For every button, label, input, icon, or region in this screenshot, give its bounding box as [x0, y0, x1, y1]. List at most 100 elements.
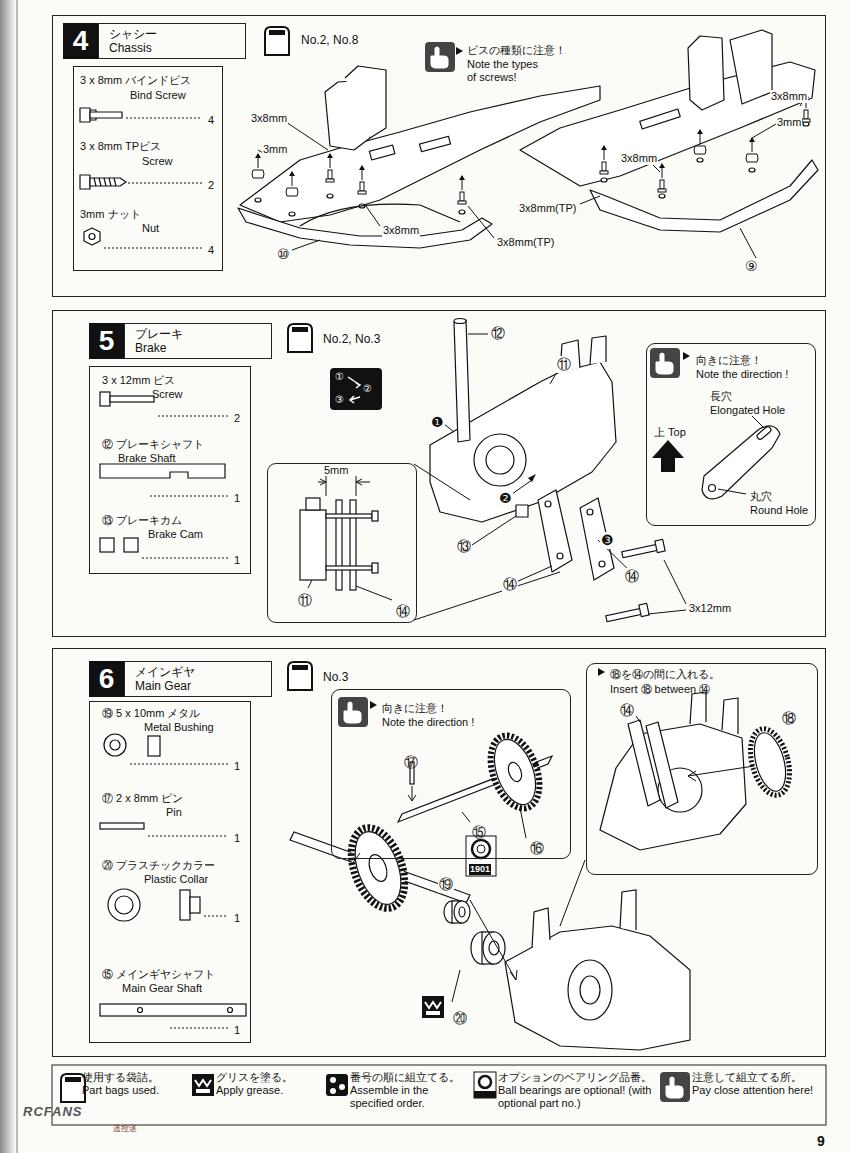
- legend-text: 注意して組立てる所。 Pay close attention here!: [692, 1071, 814, 1097]
- parts-text: Bind Screw: [130, 89, 186, 102]
- step-number: 6: [89, 661, 124, 697]
- detail-inset: 5mm ⑪ ⑭: [267, 463, 417, 623]
- watermark: RCFANS: [22, 1104, 83, 1120]
- quantity-number: 1: [234, 912, 240, 925]
- note-inset: 向きに注意！Note the direction ! ⑰ ⑮ ⑯: [331, 689, 571, 859]
- parts-text: 3mm ナット: [80, 208, 141, 221]
- annotation-text: 3mm: [776, 116, 802, 129]
- callout-number: ⑭: [624, 568, 640, 585]
- inset-text: Round Hole: [750, 504, 808, 517]
- parts-text: ⑮ メインギヤシャフト: [102, 968, 215, 981]
- step-panel: 4シャシー Chassis3 x 8mm バインドビスBind Screw43 …: [52, 15, 826, 297]
- parts-text: Plastic Collar: [144, 873, 208, 886]
- step-title: シャシー Chassis: [98, 23, 246, 59]
- inset-text: 長穴: [710, 390, 732, 403]
- callout-number: ⑪: [556, 356, 572, 373]
- parts-text: 3 x 8mm TPビス: [80, 140, 161, 153]
- order-number: ③: [334, 394, 345, 406]
- quantity-number: 1: [234, 832, 240, 845]
- step-panel: 6メインギヤ Main Gear ⑲ 5 x 10mm メタルMetal Bush…: [52, 648, 826, 1057]
- annotation-text: No.2, No.3: [322, 332, 381, 346]
- quantity-number: 1: [234, 492, 240, 505]
- quantity-number: 1: [234, 760, 240, 773]
- inset-text: Insert ⑱ between ⑭: [610, 683, 710, 696]
- parts-text: Main Gear Shaft: [122, 982, 202, 995]
- callout-number: ⑭: [502, 576, 518, 593]
- annotation-text: 3x8mm(TP): [496, 236, 555, 249]
- callout-number: ⑩: [276, 246, 291, 263]
- part-number: 1901: [469, 864, 491, 875]
- callout-number: ⑲: [438, 876, 454, 893]
- parts-list-box: ⑲ 5 x 10mm メタルMetal Bushing 1 ⑰ 2 x 8mm ピン…: [89, 701, 251, 1043]
- quantity-number: 1: [234, 1024, 240, 1037]
- legend-text: 番号の順に組立てる。 Assemble in the specified ord…: [350, 1071, 465, 1110]
- callout-number: ⑭: [396, 603, 410, 619]
- legend-text: 使用する袋詰。 Part bags used.: [82, 1071, 182, 1097]
- legend-text: オプションのベアリング品番。 Ball bearings are optiona…: [498, 1071, 656, 1110]
- annotation-text: No.3: [322, 670, 349, 684]
- parts-text: 3 x 12mm ビス: [102, 374, 175, 387]
- parts-text: Screw: [142, 155, 173, 168]
- callout-number: ⑨: [744, 258, 759, 275]
- parts-text: Nut: [142, 222, 159, 235]
- inset-text: 向きに注意！: [382, 702, 448, 715]
- order-number: ②: [362, 383, 373, 395]
- inset-text: Note the direction !: [382, 716, 474, 729]
- inset-text: 丸穴: [750, 490, 772, 503]
- parts-text: ⑫ ブレーキシャフト: [102, 438, 204, 451]
- callout-number: ⑯: [530, 840, 544, 856]
- parts-text: ⑬ ブレーキカム: [102, 514, 182, 527]
- step-panel: 5ブレーキ Brake3 x 12mm ビスScrew2⑫ ブレーキシャフトBr…: [52, 310, 826, 637]
- quantity-number: 1: [234, 554, 240, 567]
- parts-text: Metal Bushing: [144, 721, 214, 734]
- callout-number: ⑰: [404, 754, 418, 770]
- annotation-text: 3x12mm: [688, 602, 732, 615]
- annotation-text: 3x8mm: [770, 90, 808, 103]
- parts-list-box: 3 x 12mm ビスScrew2⑫ ブレーキシャフトBrake Shaft1⑬…: [89, 366, 251, 574]
- callout-number: ⑫: [490, 325, 506, 342]
- step-number: 4: [63, 23, 98, 59]
- parts-text: ⑲ 5 x 10mm メタル: [102, 707, 200, 720]
- step-title: ブレーキ Brake: [124, 323, 272, 359]
- callout-number: ❷: [498, 490, 513, 507]
- step-title: メインギヤ Main Gear: [124, 661, 272, 697]
- callout-number: ⑭: [620, 702, 634, 718]
- callout-number: ⑮: [472, 824, 486, 840]
- watermark: 遥控迷: [112, 1124, 138, 1134]
- annotation-text: 3x8mm(TP): [518, 202, 577, 215]
- parts-text: Pin: [166, 806, 182, 819]
- note-inset: 向きに注意！Note the direction !長穴Elongated Ho…: [646, 343, 816, 526]
- step-number: 5: [89, 323, 124, 359]
- inset-text: Elongated Hole: [710, 404, 785, 417]
- inset-text: ⑱を⑭の間に入れる。: [610, 668, 720, 681]
- order-number: ①: [334, 371, 345, 383]
- callout-number: ⑳: [452, 1010, 468, 1027]
- annotation-text: 3x8mm: [250, 112, 288, 125]
- quantity-number: 4: [208, 114, 214, 127]
- callout-number: ⑬: [456, 538, 472, 555]
- legend-text: グリスを塗る。 Apply grease.: [216, 1071, 316, 1097]
- parts-text: 3 x 8mm バインドビス: [80, 74, 191, 87]
- parts-text: Brake Cam: [148, 528, 203, 541]
- annotation-text: No.2, No.8: [300, 33, 359, 47]
- annotation-text: Note the types of screws!: [466, 58, 548, 84]
- callout-number: ⑱: [782, 710, 796, 726]
- callout-number: ⑪: [298, 592, 312, 608]
- parts-list-box: 3 x 8mm バインドビス Bind Screw 4 3 x 8mm TPビス Scr…: [73, 66, 223, 271]
- inset-text: 上 Top: [654, 426, 686, 439]
- annotation-text: 3mm: [262, 143, 288, 156]
- inset-text: Note the direction !: [696, 368, 788, 381]
- quantity-number: 4: [208, 244, 214, 257]
- quantity-number: 2: [234, 412, 240, 425]
- parts-text: ⑳ プラスチックカラー: [102, 859, 215, 872]
- callout-number: ❶: [430, 414, 445, 431]
- quantity-number: 2: [208, 179, 214, 192]
- note-inset: ⑱を⑭の間に入れる。 Insert ⑱ between ⑭ ⑭ ⑱: [586, 663, 818, 875]
- parts-text: Brake Shaft: [118, 452, 175, 465]
- parts-text: ⑰ 2 x 8mm ピン: [102, 792, 183, 805]
- inset-text: 5mm: [324, 464, 348, 477]
- annotation-text: ビスの種類に注意！: [466, 44, 567, 57]
- page-number: 9: [816, 1133, 826, 1150]
- annotation-text: 3x8mm: [382, 224, 420, 237]
